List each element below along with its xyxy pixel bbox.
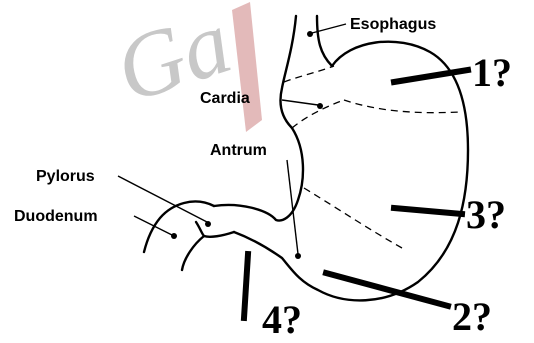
q3-label: 3?	[466, 192, 506, 237]
q4-pointer	[244, 254, 248, 318]
region-boundaries	[284, 66, 460, 248]
question-pointers	[244, 70, 468, 318]
greater-curvature	[234, 42, 468, 301]
q3-pointer	[394, 208, 462, 214]
duodenum-dot	[171, 233, 177, 239]
duodenum-lower-wall	[182, 232, 234, 270]
duodenum-leader	[134, 216, 172, 235]
pylorus-ring	[196, 222, 204, 236]
cardia-leader	[282, 100, 318, 105]
esophagus-right-wall	[317, 16, 332, 66]
esophagus-label: Esophagus	[350, 16, 436, 33]
body-antrum-boundary	[304, 188, 402, 248]
esophagus-left-wall	[280, 16, 296, 128]
q1-label: 1?	[472, 50, 512, 95]
q2-pointer	[326, 273, 448, 306]
cardia-dot	[317, 103, 323, 109]
q2-label: 2?	[452, 294, 492, 338]
fundus-body-boundary	[344, 100, 460, 113]
antrum-label: Antrum	[210, 142, 267, 159]
duodenum-label: Duodenum	[14, 208, 98, 225]
watermark-stroke	[232, 2, 262, 132]
watermark: Ga	[104, 0, 262, 132]
q4-label: 4?	[262, 297, 302, 338]
cardia-label: Cardia	[200, 90, 250, 107]
q1-pointer	[394, 70, 468, 82]
cardia-upper-boundary	[284, 66, 334, 82]
pylorus-label: Pylorus	[36, 168, 95, 185]
esophagus-dot	[307, 31, 313, 37]
